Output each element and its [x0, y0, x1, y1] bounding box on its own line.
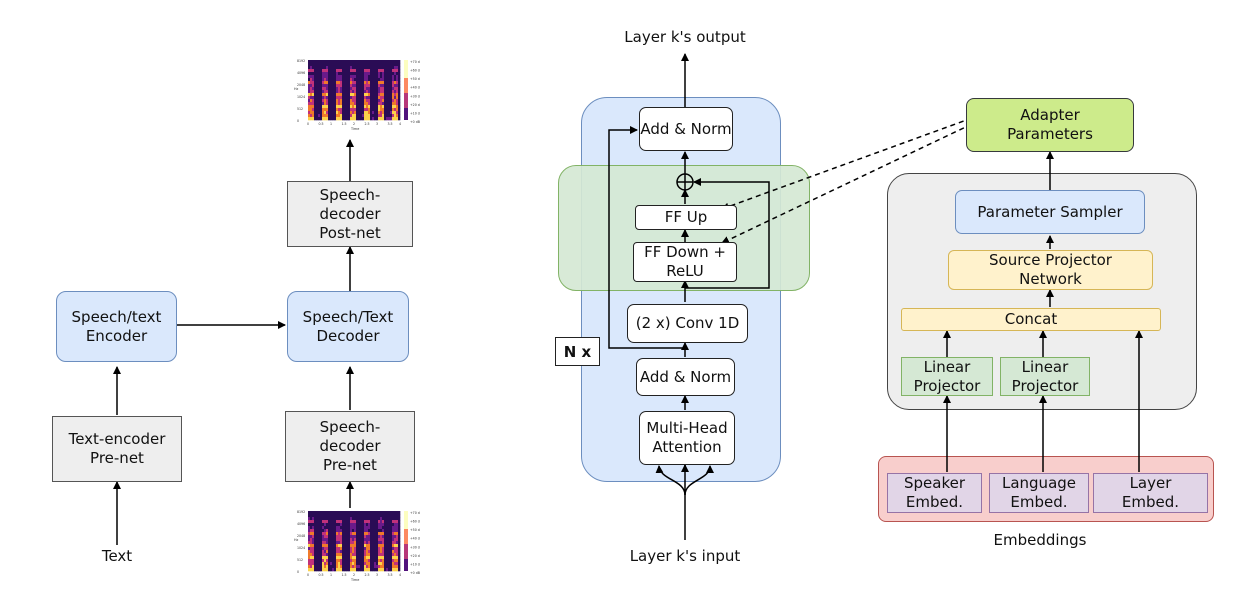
speech-text-encoder-box: Speech/text Encoder — [56, 291, 177, 362]
svg-text:1.5: 1.5 — [342, 573, 347, 577]
speech-text-decoder-box: Speech/Text Decoder — [287, 291, 409, 362]
svg-text:0.5: 0.5 — [319, 573, 324, 577]
concat-box: Concat — [901, 308, 1161, 331]
svg-text:+10 dB: +10 dB — [410, 562, 420, 566]
svg-text:0: 0 — [297, 119, 299, 123]
ff-down-relu-box: FF Down + ReLU — [633, 242, 737, 282]
svg-text:2048: 2048 — [297, 83, 305, 87]
svg-text:8192: 8192 — [297, 59, 305, 63]
svg-text:2048: 2048 — [297, 534, 305, 538]
svg-text:+0 dB: +0 dB — [410, 120, 420, 124]
svg-text:2: 2 — [353, 122, 355, 126]
speech-decoder-postnet-box: Speech- decoder Post-net — [287, 181, 413, 247]
svg-text:0: 0 — [307, 122, 309, 126]
add-norm-top-box: Add & Norm — [639, 107, 733, 151]
text-input-label: Text — [101, 547, 133, 565]
svg-text:Time: Time — [350, 578, 359, 582]
svg-text:8192: 8192 — [297, 510, 305, 514]
svg-text:0: 0 — [307, 573, 309, 577]
svg-text:Time: Time — [350, 127, 359, 131]
layer-input-label: Layer k's input — [629, 547, 741, 565]
layer-output-label: Layer k's output — [624, 28, 746, 46]
svg-text:+60 dB: +60 dB — [410, 69, 420, 73]
svg-text:+0 dB: +0 dB — [410, 571, 420, 575]
svg-text:+70 dB: +70 dB — [410, 511, 420, 515]
embeddings-label: Embeddings — [993, 531, 1087, 549]
adapter-parameters-box: Adapter Parameters — [966, 98, 1134, 152]
svg-text:4096: 4096 — [297, 522, 305, 526]
svg-text:1024: 1024 — [297, 95, 305, 99]
language-embed-box: Language Embed. — [989, 473, 1089, 513]
svg-text:3.5: 3.5 — [388, 573, 393, 577]
multi-head-attention-box: Multi-Head Attention — [639, 411, 735, 465]
linear-projector-2-box: Linear Projector — [1000, 357, 1090, 396]
svg-text:+70 dB: +70 dB — [410, 60, 420, 64]
svg-text:1.5: 1.5 — [342, 122, 347, 126]
svg-text:3.5: 3.5 — [388, 122, 393, 126]
svg-text:2.5: 2.5 — [365, 122, 370, 126]
repeat-n-badge: N x — [555, 337, 600, 366]
source-projector-network-box: Source Projector Network — [948, 250, 1153, 290]
svg-text:+20 dB: +20 dB — [410, 103, 420, 107]
svg-text:+60 dB: +60 dB — [410, 520, 420, 524]
speech-decoder-prenet-box: Speech- decoder Pre-net — [285, 411, 415, 482]
linear-projector-1-box: Linear Projector — [901, 357, 993, 396]
svg-text:+10 dB: +10 dB — [410, 111, 420, 115]
speaker-embed-box: Speaker Embed. — [887, 473, 982, 513]
svg-text:4: 4 — [399, 122, 401, 126]
svg-text:512: 512 — [297, 558, 303, 562]
svg-text:+30 dB: +30 dB — [410, 94, 420, 98]
parameter-sampler-box: Parameter Sampler — [955, 190, 1145, 234]
svg-text:Hz: Hz — [294, 87, 299, 91]
svg-text:+50 dB: +50 dB — [410, 528, 420, 532]
svg-text:0.5: 0.5 — [319, 122, 324, 126]
svg-text:1: 1 — [330, 122, 332, 126]
ff-up-box: FF Up — [635, 205, 737, 230]
svg-text:4: 4 — [399, 573, 401, 577]
svg-text:2.5: 2.5 — [365, 573, 370, 577]
conv1d-box: (2 x) Conv 1D — [627, 304, 748, 343]
svg-text:Hz: Hz — [294, 538, 299, 542]
output-spectrogram-image: +70 dB +60 dB +50 dB +40 dB +30 dB +20 dB +10 … — [294, 59, 420, 131]
svg-text:+20 dB: +20 dB — [410, 554, 420, 558]
svg-text:+40 dB: +40 dB — [410, 537, 420, 541]
svg-text:4096: 4096 — [297, 71, 305, 75]
svg-text:+30 dB: +30 dB — [410, 545, 420, 549]
add-norm-bottom-box: Add & Norm — [636, 358, 735, 396]
svg-text:512: 512 — [297, 107, 303, 111]
svg-text:+40 dB: +40 dB — [410, 86, 420, 90]
input-spectrogram-image: +70 dB +60 dB +50 dB +40 dB +30 dB +20 dB +10 … — [294, 510, 420, 582]
layer-embed-box: Layer Embed. — [1093, 473, 1208, 513]
svg-text:0: 0 — [297, 570, 299, 574]
text-encoder-prenet-box: Text-encoder Pre-net — [52, 416, 182, 482]
svg-text:+50 dB: +50 dB — [410, 77, 420, 81]
svg-text:3: 3 — [376, 122, 378, 126]
svg-text:2: 2 — [353, 573, 355, 577]
svg-text:3: 3 — [376, 573, 378, 577]
svg-text:1: 1 — [330, 573, 332, 577]
svg-text:1024: 1024 — [297, 546, 305, 550]
